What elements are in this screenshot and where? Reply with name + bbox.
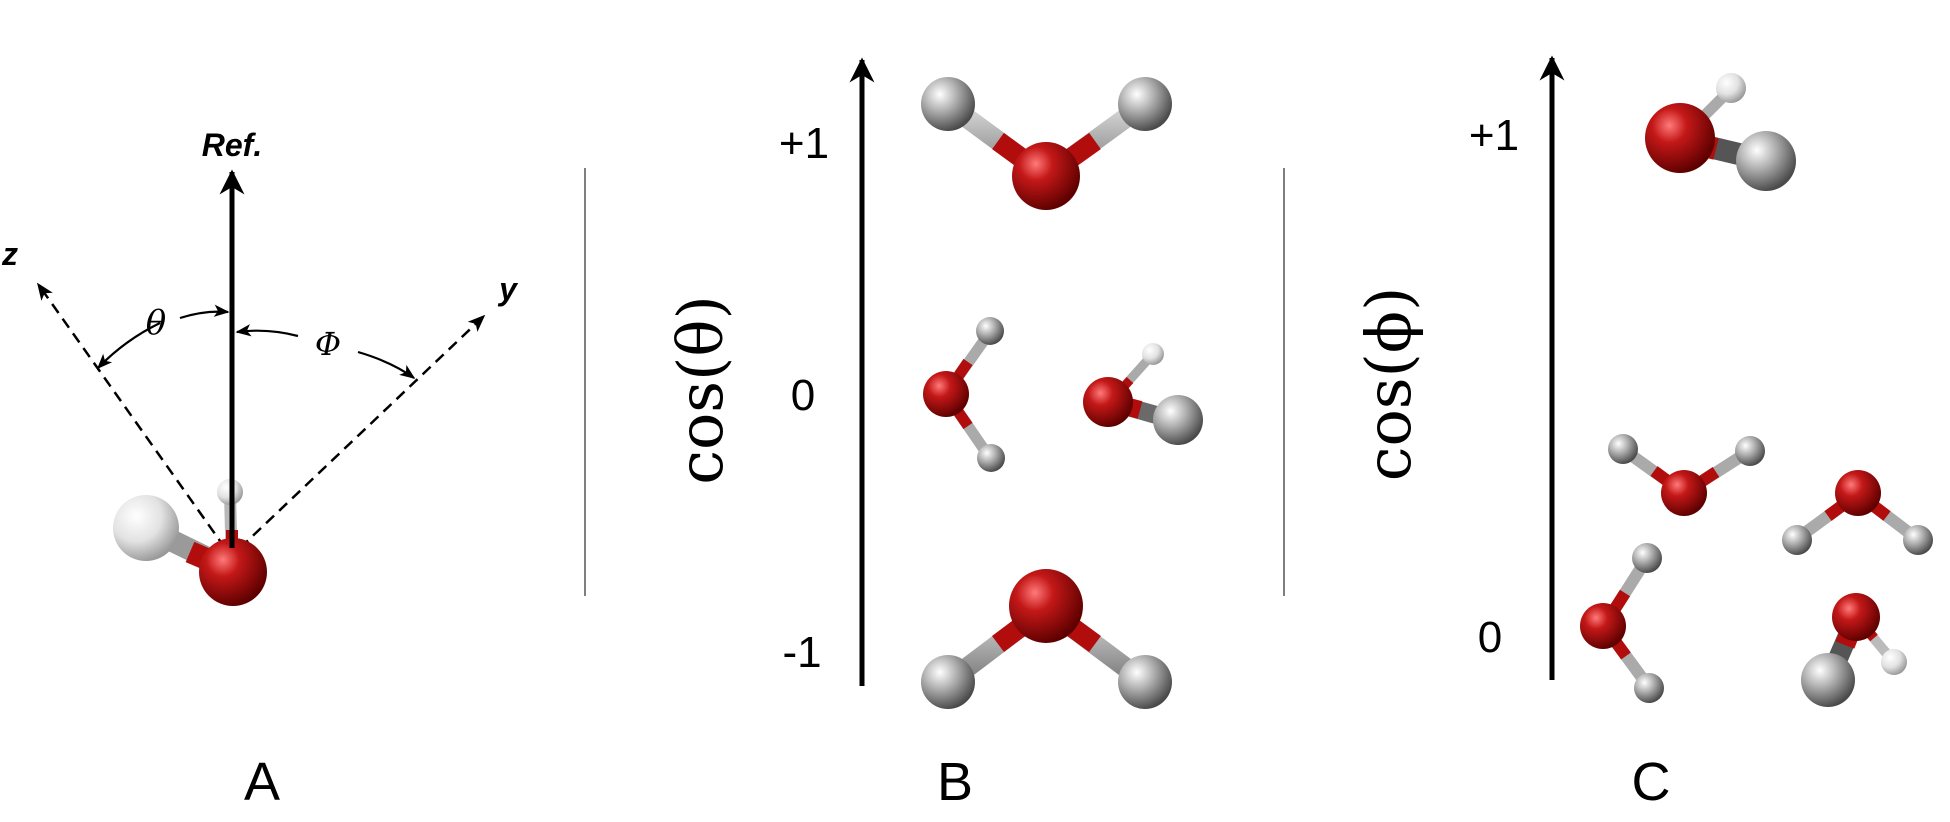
- oxygen-atom: [1083, 377, 1133, 427]
- hydrogen-atom: [1903, 525, 1933, 555]
- water-molecule-c-lower-left: [1580, 543, 1664, 703]
- hydrogen-atom: [1735, 436, 1765, 466]
- hydrogen-atom: [976, 317, 1004, 345]
- oxygen-atom: [1009, 569, 1083, 643]
- hydrogen-atom: [921, 655, 975, 709]
- oxygen-atom: [1012, 142, 1080, 210]
- hydrogen-atom: [1118, 655, 1172, 709]
- phi-arc-left: [235, 324, 299, 338]
- cos-theta-axis-label: cos(θ): [664, 295, 737, 485]
- tick-label-plus1: +1: [1469, 111, 1519, 160]
- theta-label: θ: [146, 303, 166, 343]
- tick-label-0: 0: [1478, 613, 1502, 662]
- theta-arc-left: [96, 322, 161, 370]
- hydrogen-atom: [1153, 395, 1203, 445]
- ref-label: Ref.: [202, 127, 262, 163]
- hydrogen-atom: [1634, 673, 1664, 703]
- tick-label-0: 0: [791, 371, 815, 420]
- hydrogen-atom: [1142, 343, 1164, 365]
- hydrogen-atom: [1782, 525, 1812, 555]
- panel-c: cos(ϕ) +1 0: [1352, 55, 1933, 812]
- oxygen-atom: [1835, 470, 1881, 516]
- tick-label-minus1: -1: [782, 628, 821, 677]
- hydrogen-atom: [1801, 653, 1855, 707]
- oxygen-atom: [1580, 603, 1626, 649]
- cos-phi-axis-label: cos(ϕ): [1352, 287, 1425, 482]
- hydrogen-atom: [977, 444, 1005, 472]
- water-molecule-b-bottom: [921, 569, 1172, 709]
- z-axis-label: z: [1, 236, 18, 272]
- phi-label: Φ: [315, 325, 341, 363]
- oxygen-atom: [199, 538, 267, 606]
- panel-a-caption: A: [244, 752, 280, 812]
- panel-a: Ref. z y θ Φ A: [1, 127, 519, 812]
- oxygen-atom: [1661, 470, 1707, 516]
- hydrogen-atom: [1881, 649, 1907, 675]
- y-axis-dashed: [239, 314, 486, 549]
- water-molecule-b-mid-left: [923, 317, 1005, 472]
- oxygen-atom: [1832, 593, 1880, 641]
- hydrogen-atom: [1716, 73, 1746, 103]
- panel-b: cos(θ) +1 0 -1: [664, 57, 1203, 812]
- oxygen-atom: [923, 371, 969, 417]
- water-molecule-c-right: [1782, 470, 1933, 555]
- water-molecule-b-top: [921, 77, 1172, 210]
- hydrogen-atom: [1736, 131, 1796, 191]
- hydrogen-atom: [1118, 77, 1172, 131]
- phi-arc-right: [357, 350, 416, 379]
- tick-label-plus1: +1: [779, 119, 829, 168]
- water-molecule-a: [113, 479, 267, 606]
- water-molecule-b-mid-right: [1083, 343, 1203, 445]
- hydrogen-atom: [1632, 543, 1662, 573]
- water-molecule-c-center: [1608, 434, 1765, 516]
- panel-c-caption: C: [1632, 752, 1671, 812]
- hydrogen-atom: [113, 495, 179, 561]
- water-molecule-c-top: [1645, 73, 1796, 191]
- hydrogen-atom: [1608, 434, 1638, 464]
- y-axis-label: y: [497, 271, 519, 307]
- panel-b-caption: B: [937, 752, 973, 812]
- hydrogen-atom: [921, 77, 975, 131]
- oxygen-atom: [1645, 103, 1715, 173]
- theta-arc-right: [179, 304, 230, 320]
- water-molecule-c-lower-right: [1801, 593, 1907, 707]
